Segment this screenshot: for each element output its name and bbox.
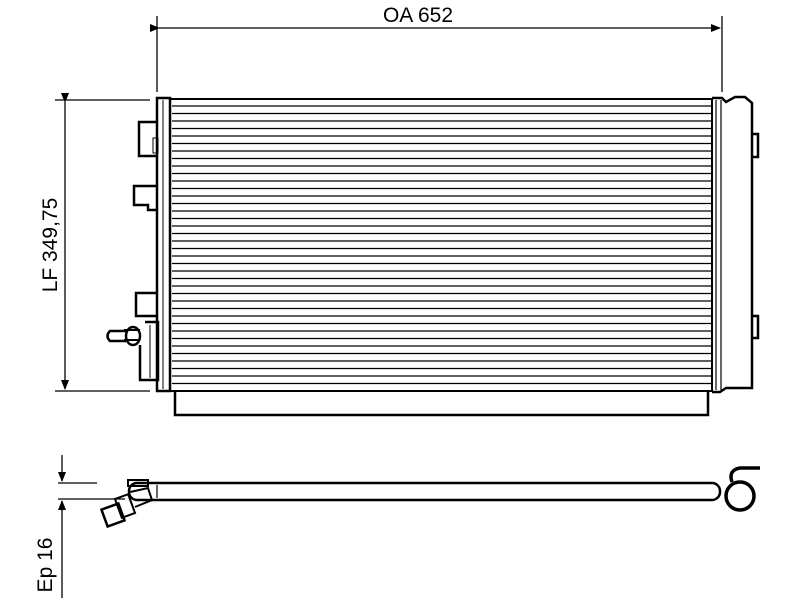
core-fins — [172, 105, 711, 385]
height-label: LF 349,75 — [39, 198, 62, 293]
condenser-side-view — [99, 466, 760, 529]
condenser-front-view — [106, 95, 760, 417]
thickness-label: Ep 16 — [34, 538, 57, 593]
width-label: OA 652 — [383, 4, 453, 27]
thickness-dimension: Ep 16 — [34, 455, 125, 598]
height-dimension: LF 349,75 — [39, 93, 150, 392]
width-dimension: OA 652 — [150, 4, 723, 92]
